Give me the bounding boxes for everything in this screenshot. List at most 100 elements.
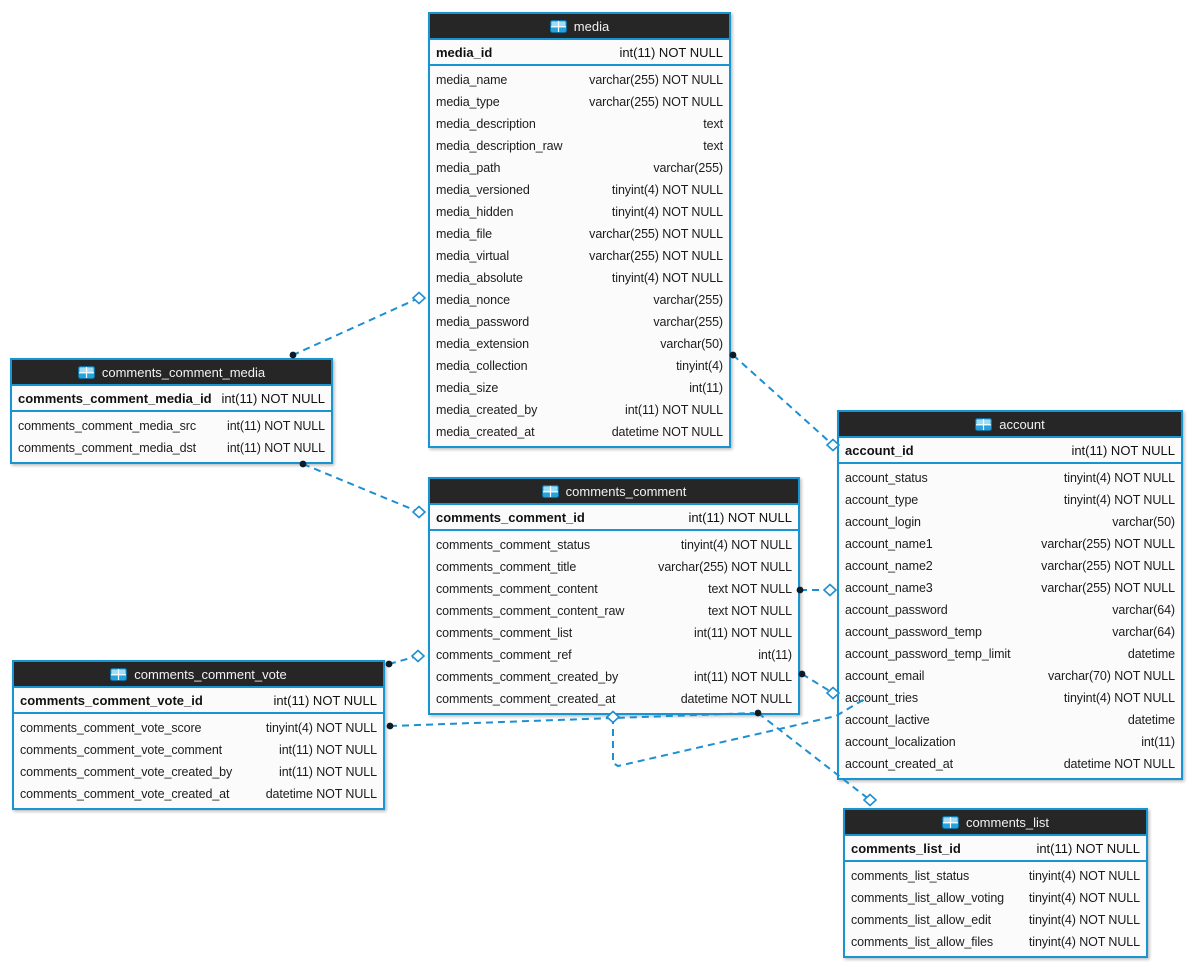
column-field-name: comments_list_allow_edit: [851, 913, 992, 927]
column-field-type: tinyint(4): [676, 359, 723, 373]
relationship-line-media_created_by--account[interactable]: [732, 354, 834, 446]
column-field-name: account_email: [845, 669, 925, 683]
table-header-comments_list[interactable]: comments_list: [845, 810, 1146, 836]
relationship-line-comments_comment_vote_comment--comments_comment[interactable]: [389, 712, 755, 727]
column-field-type: int(11) NOT NULL: [227, 441, 325, 455]
column-field-type: varchar(64): [1112, 603, 1175, 617]
column-field-type: datetime NOT NULL: [1063, 757, 1175, 771]
relationship-line-comments_comment_media_src--media[interactable]: [292, 297, 420, 356]
column-field-name: account_localization: [845, 735, 956, 749]
column-field-name: comments_list_status: [851, 869, 970, 883]
primary-key-row[interactable]: comments_comment_media_id int(11) NOT NUL…: [12, 386, 331, 412]
pk-field-name: comments_comment_media_id: [18, 390, 212, 406]
relationship-line-comments_comment_created_by--account[interactable]: [801, 673, 834, 694]
table-header-media[interactable]: media: [430, 14, 729, 40]
column-field-name: comments_comment_media_src: [18, 419, 197, 433]
column-field-name: media_extension: [436, 337, 530, 351]
column-field-type: tinyint(4) NOT NULL: [1063, 691, 1175, 705]
column-field-type: tinyint(4) NOT NULL: [1028, 935, 1140, 949]
column-field-type: text NOT NULL: [708, 604, 792, 618]
column-field-type: datetime NOT NULL: [611, 425, 723, 439]
column-field-type: text NOT NULL: [708, 582, 792, 596]
column-row[interactable]: account_created_at datetime NOT NULL: [839, 753, 1181, 775]
relationship-line-comments_comment_vote--comments_comment_ref[interactable]: [388, 655, 419, 665]
column-field-name: comments_comment_created_by: [436, 670, 619, 684]
column-field-name: media_versioned: [436, 183, 530, 197]
relationship-line-comments_comment_vote_created_by--account[interactable]: [612, 696, 869, 768]
column-field-name: media_hidden: [436, 205, 514, 219]
relationship-line-comments_comment_media_dst--comments_comment[interactable]: [302, 463, 420, 513]
column-field-name: media_file: [436, 227, 492, 241]
table-header-comments_comment[interactable]: comments_comment: [430, 479, 798, 505]
column-field-name: account_created_at: [845, 757, 954, 771]
table-header-comments_comment_media[interactable]: comments_comment_media: [12, 360, 331, 386]
column-field-name: media_path: [436, 161, 501, 175]
table-header-account[interactable]: account: [839, 412, 1181, 438]
column-field-type: tinyint(4) NOT NULL: [1063, 493, 1175, 507]
pk-field-type: int(11) NOT NULL: [221, 390, 325, 406]
table-header-comments_comment_vote[interactable]: comments_comment_vote: [14, 662, 383, 688]
table-title: comments_comment: [565, 483, 687, 499]
